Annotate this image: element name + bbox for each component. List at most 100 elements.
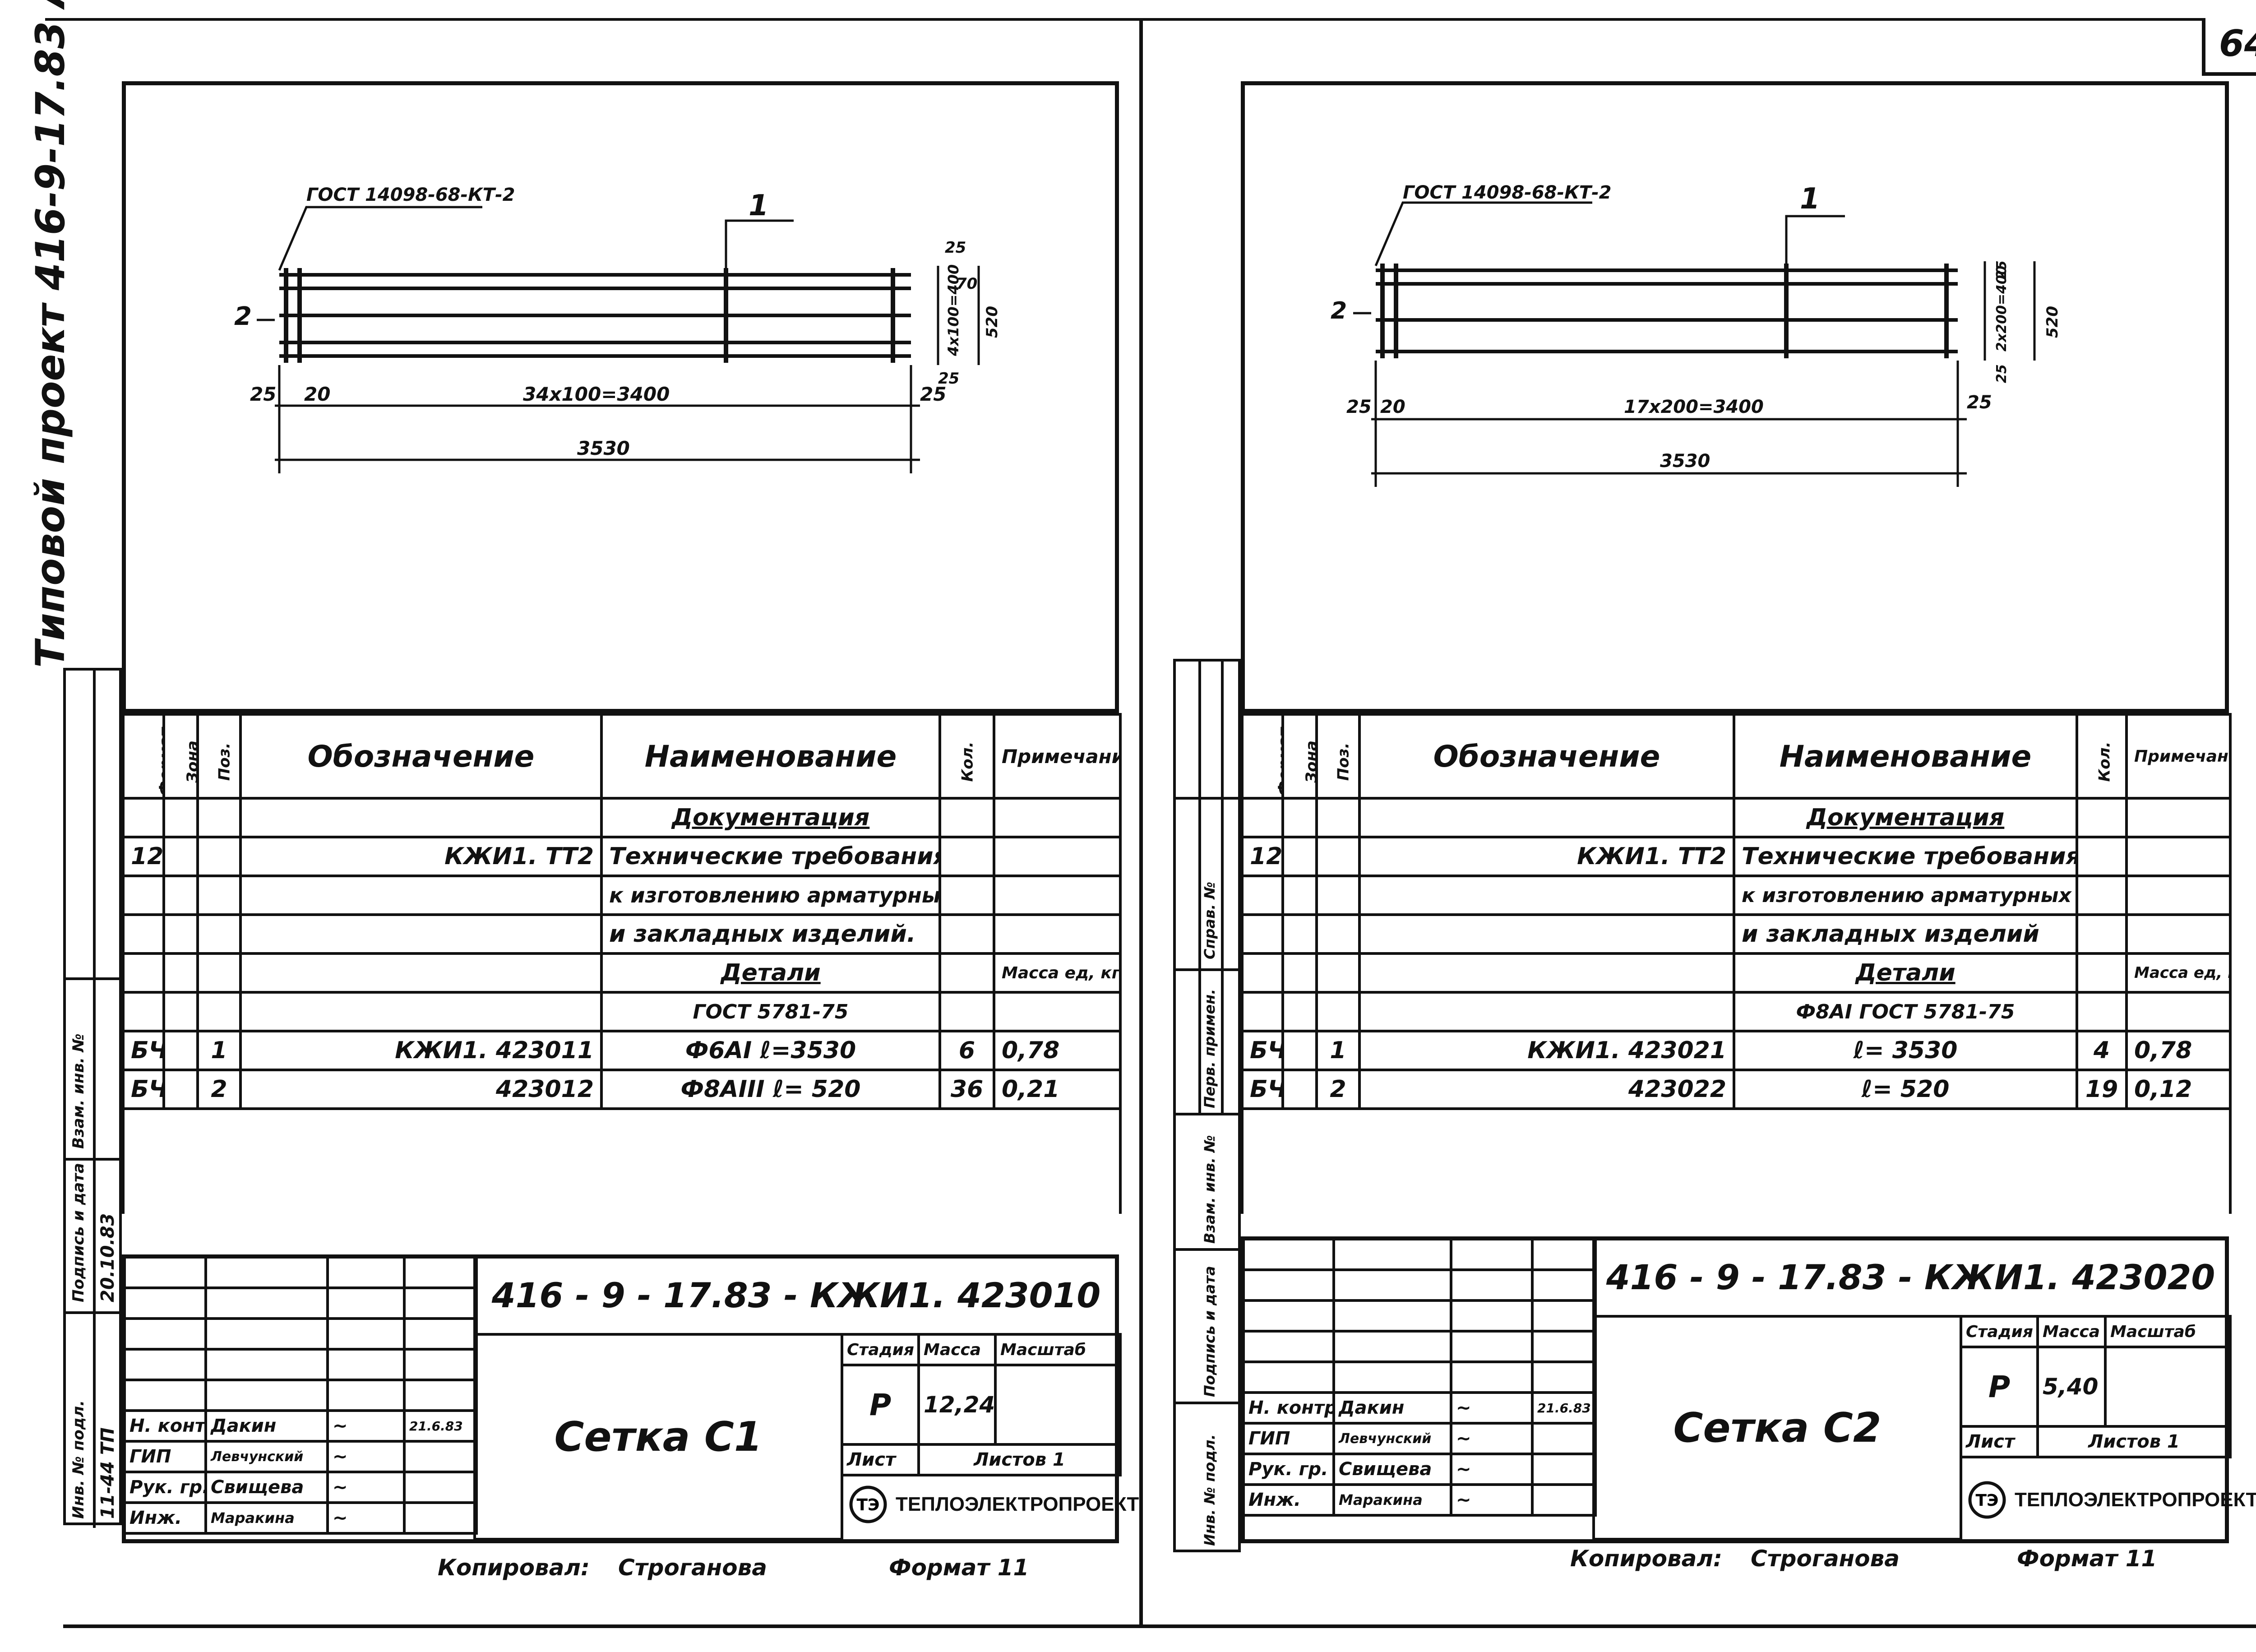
transverse-bars	[1380, 264, 1949, 358]
dim-right-25: 25	[920, 383, 947, 405]
dim-v-70: 70	[956, 275, 978, 293]
format-label-c1: Формат 11	[889, 1555, 1029, 1581]
doc-name-c1: Сетка С1	[473, 1333, 843, 1541]
left-strip-c2: Справ. № Перв. примен. Взам. инв. № Подп…	[1173, 659, 1244, 1552]
pos1-label: 1	[749, 189, 769, 222]
table-row: Инж.Маракина~	[1242, 1483, 1597, 1517]
longitudinal-bars	[279, 273, 911, 358]
table-row: Ф8АI ГОСТ 5781-75	[1241, 991, 2232, 1032]
dim-right-25: 25	[1967, 392, 1992, 413]
dim-v-step: 2x200=400	[1994, 265, 2010, 352]
page-number-box: 64	[2202, 18, 2256, 76]
drawing-frame-c1: ГОСТ 14098-68-КТ-2 1 2 25 20 34x100=3400…	[122, 81, 1119, 713]
spec-table-c2: Формат Зона Поз. Обозначение Наименовани…	[1241, 713, 2232, 1214]
hdr-format: Формат	[156, 727, 164, 796]
hdr-note: Примечание	[993, 713, 1122, 800]
hdr-qty: Кол.	[2095, 741, 2114, 782]
hdr-zone: Зона	[1302, 740, 1317, 783]
pos1-label: 1	[1800, 182, 1820, 216]
longitudinal-bars	[1376, 268, 1958, 353]
mesh-drawing-c1	[257, 206, 980, 473]
table-row: ГОСТ 5781-75	[122, 991, 1122, 1032]
weld-note: ГОСТ 14098-68-КТ-2	[1403, 182, 1612, 203]
transverse-bars	[284, 268, 895, 363]
svg-text:ТЭ: ТЭ	[857, 1496, 880, 1514]
format-label-c2: Формат 11	[2017, 1546, 2157, 1572]
strip-inv-value: 11-44 ТП	[97, 1427, 118, 1519]
dim-v-total: 520	[2043, 306, 2062, 338]
table-row: и закладных изделий	[1241, 913, 2232, 955]
strip-perv: Перв. примен.	[1201, 989, 1218, 1109]
table-row: Документация	[1241, 797, 2232, 838]
page-center-divider	[1139, 18, 1143, 1624]
dim-left-25: 25	[250, 383, 277, 405]
strip-vzam-c2: Взам. инв. №	[1201, 1135, 1218, 1244]
hdr-format: Формат	[1275, 727, 1283, 796]
org-name: ТЕПЛОЭЛЕКТРОПРОЕКТ	[896, 1493, 1139, 1515]
sheet-c1: Подпись и дата Инв. № подл. Взам. инв. №…	[63, 81, 1139, 1584]
pos2-label: 2	[1331, 297, 1347, 324]
sheet-c2: Справ. № Перв. примен. Взам. инв. № Подп…	[1173, 81, 2256, 1584]
dim-v-25: 25	[945, 239, 966, 257]
hdr-note: Примечание	[2125, 713, 2232, 800]
dim-v-step: 4x100=400	[945, 264, 962, 356]
spec-table-c1: Формат Зона Поз. Обозначение Наименовани…	[122, 713, 1122, 1214]
copied-name-c2: Строганова	[1751, 1546, 1900, 1572]
strip-sprav: Справ. №	[1201, 881, 1218, 959]
tep-logo-icon: ТЭ	[1968, 1481, 2006, 1519]
dim-total: 3530	[577, 437, 630, 459]
doc-code-c1: 416 - 9 - 17.83 - КЖИ1. 423010	[473, 1254, 1119, 1336]
dim-total: 3530	[1660, 451, 1710, 472]
table-row: Инж.Маракина~	[123, 1501, 478, 1535]
table-row: и закладных изделий.	[122, 913, 1122, 955]
spec-header-row: Формат Зона Поз. Обозначение Наименовани…	[1241, 713, 2232, 800]
copied-label-c2: Копировал:	[1570, 1546, 1722, 1572]
org-logo-c2: ТЭ ТЕПЛОЭЛЕКТРОПРОЕКТ	[1967, 1480, 2256, 1520]
hdr-pos: Поз.	[215, 742, 234, 781]
table-row: Документация	[122, 797, 1122, 838]
table-row: Рук. гр.Свищева~	[123, 1471, 478, 1504]
hdr-zone: Зона	[183, 740, 198, 783]
hdr-designation: Обозначение	[1358, 713, 1735, 800]
strip-podp-data: Подпись и дата	[69, 1163, 88, 1302]
table-row: Рук. гр.Свищева~	[1242, 1453, 1597, 1486]
hdr-name: Наименование	[1733, 713, 2078, 800]
table-row: Н. контр.Дакин~21.6.83	[1242, 1391, 1597, 1425]
copied-label-c1: Копировал:	[438, 1555, 590, 1581]
pos2-label: 2	[234, 302, 252, 331]
strip-podp-c2: Подпись и дата	[1201, 1266, 1218, 1397]
strip-sign-date: 20.10.83	[97, 1213, 118, 1302]
dim-v-total: 520	[983, 306, 1001, 338]
dim-left-20: 20	[304, 383, 331, 405]
hdr-designation: Обозначение	[239, 713, 603, 800]
dim-left-20: 20	[1380, 397, 1405, 417]
strip-inv-c2: Инв. № подл.	[1201, 1434, 1218, 1546]
table-row: к изготовлению арматурных	[1241, 875, 2232, 916]
org-logo-c1: ТЭ ТЕПЛОЭЛЕКТРОПРОЕКТ	[848, 1484, 1139, 1525]
dim-span: 17x200=3400	[1624, 397, 1764, 417]
mesh-drawing-c2	[1353, 201, 2036, 487]
copied-name-c1: Строганова	[618, 1555, 767, 1581]
strip-inv-podl: Инв. № подл.	[69, 1400, 88, 1519]
page-top-line	[45, 18, 2202, 21]
page-number: 64	[2219, 23, 2256, 65]
weld-note: ГОСТ 14098-68-КТ-2	[306, 185, 515, 205]
page-bottom-line	[63, 1624, 2256, 1628]
dim-v-bottom: 25	[1994, 364, 2010, 383]
svg-text:ТЭ: ТЭ	[1976, 1491, 1999, 1510]
